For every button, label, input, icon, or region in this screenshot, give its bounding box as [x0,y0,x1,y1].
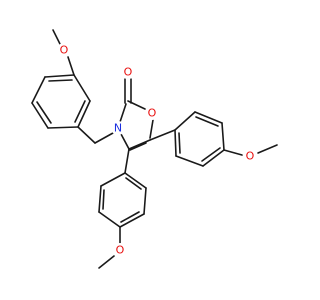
ring-3-methoxyphenyl [31,29,91,129]
methoxy-bottom-methyl [98,255,115,269]
bond-ch2-ring1 [77,126,96,144]
methoxy-top-methyl [52,29,61,45]
methoxy-bottom-oxygen-label: O [116,244,125,257]
methoxy-top-oxygen-label: O [60,44,69,57]
ring3-double [125,177,142,190]
ring3-bond [98,185,102,213]
atom-methoxy-bottom-oxygen: O [113,243,127,257]
ring3-bond [143,187,147,215]
ring2-double [201,147,221,162]
ring3-bond [119,213,145,228]
link-c5-ring2 [149,129,176,141]
ring2-bond [175,155,204,167]
molecule-diagram: O O N O O O [31,29,278,269]
atom-ring-nitrogen: N [111,121,125,135]
ring1-bond [73,74,91,102]
ring1-bond [31,102,49,129]
ring2-double [195,116,219,127]
ring1-double [74,100,86,123]
methoxy-right-bond [223,149,243,156]
ring1-bond [44,74,75,78]
ring1-double [48,79,73,82]
ring1-bond [77,100,91,128]
ring2-bond [174,111,196,131]
ring2-bond [221,122,225,151]
atom-methoxy-top-oxygen: O [57,43,71,57]
carbonyl-oxygen-label: O [124,66,133,79]
methoxy-right-oxygen-label: O [246,150,255,163]
bond-c4-n3 [120,133,130,150]
bond-n3-c2 [119,103,127,123]
ring-4-methoxyphenyl-bottom [98,148,147,269]
ring2-bond [202,149,225,167]
ring3-bond [98,211,121,228]
atom-ring-oxygen: O [145,106,159,120]
ring3-double [120,211,140,223]
methoxy-right-methyl [257,144,278,154]
oxazolone-ring [119,78,154,151]
atom-carbonyl-oxygen: O [121,65,135,79]
ring-4-methoxyphenyl-right [149,111,278,167]
ring3-bond [100,172,126,187]
atom-methoxy-right-oxygen: O [243,149,257,163]
ring2-bond [174,129,177,157]
ring-nitrogen-label: N [114,122,122,135]
ring3-bond [124,172,147,189]
ring2-bond [194,111,223,124]
bond-c5-c4-inner [129,142,147,151]
ring1-bond [31,76,46,104]
link-c4-ring3 [124,148,130,174]
bond-n3-ch2 [94,132,114,144]
ring1-double [36,101,52,124]
methoxy-top-bond [67,56,75,76]
structure-svg: O O N O O O [31,29,278,269]
ring2-double [178,132,181,154]
ring1-bond [47,126,79,129]
bond-o1-c5 [149,119,154,139]
ring-oxygen-label: O [148,107,157,120]
ring3-double [102,189,105,210]
bond-c5-c4 [128,139,151,150]
